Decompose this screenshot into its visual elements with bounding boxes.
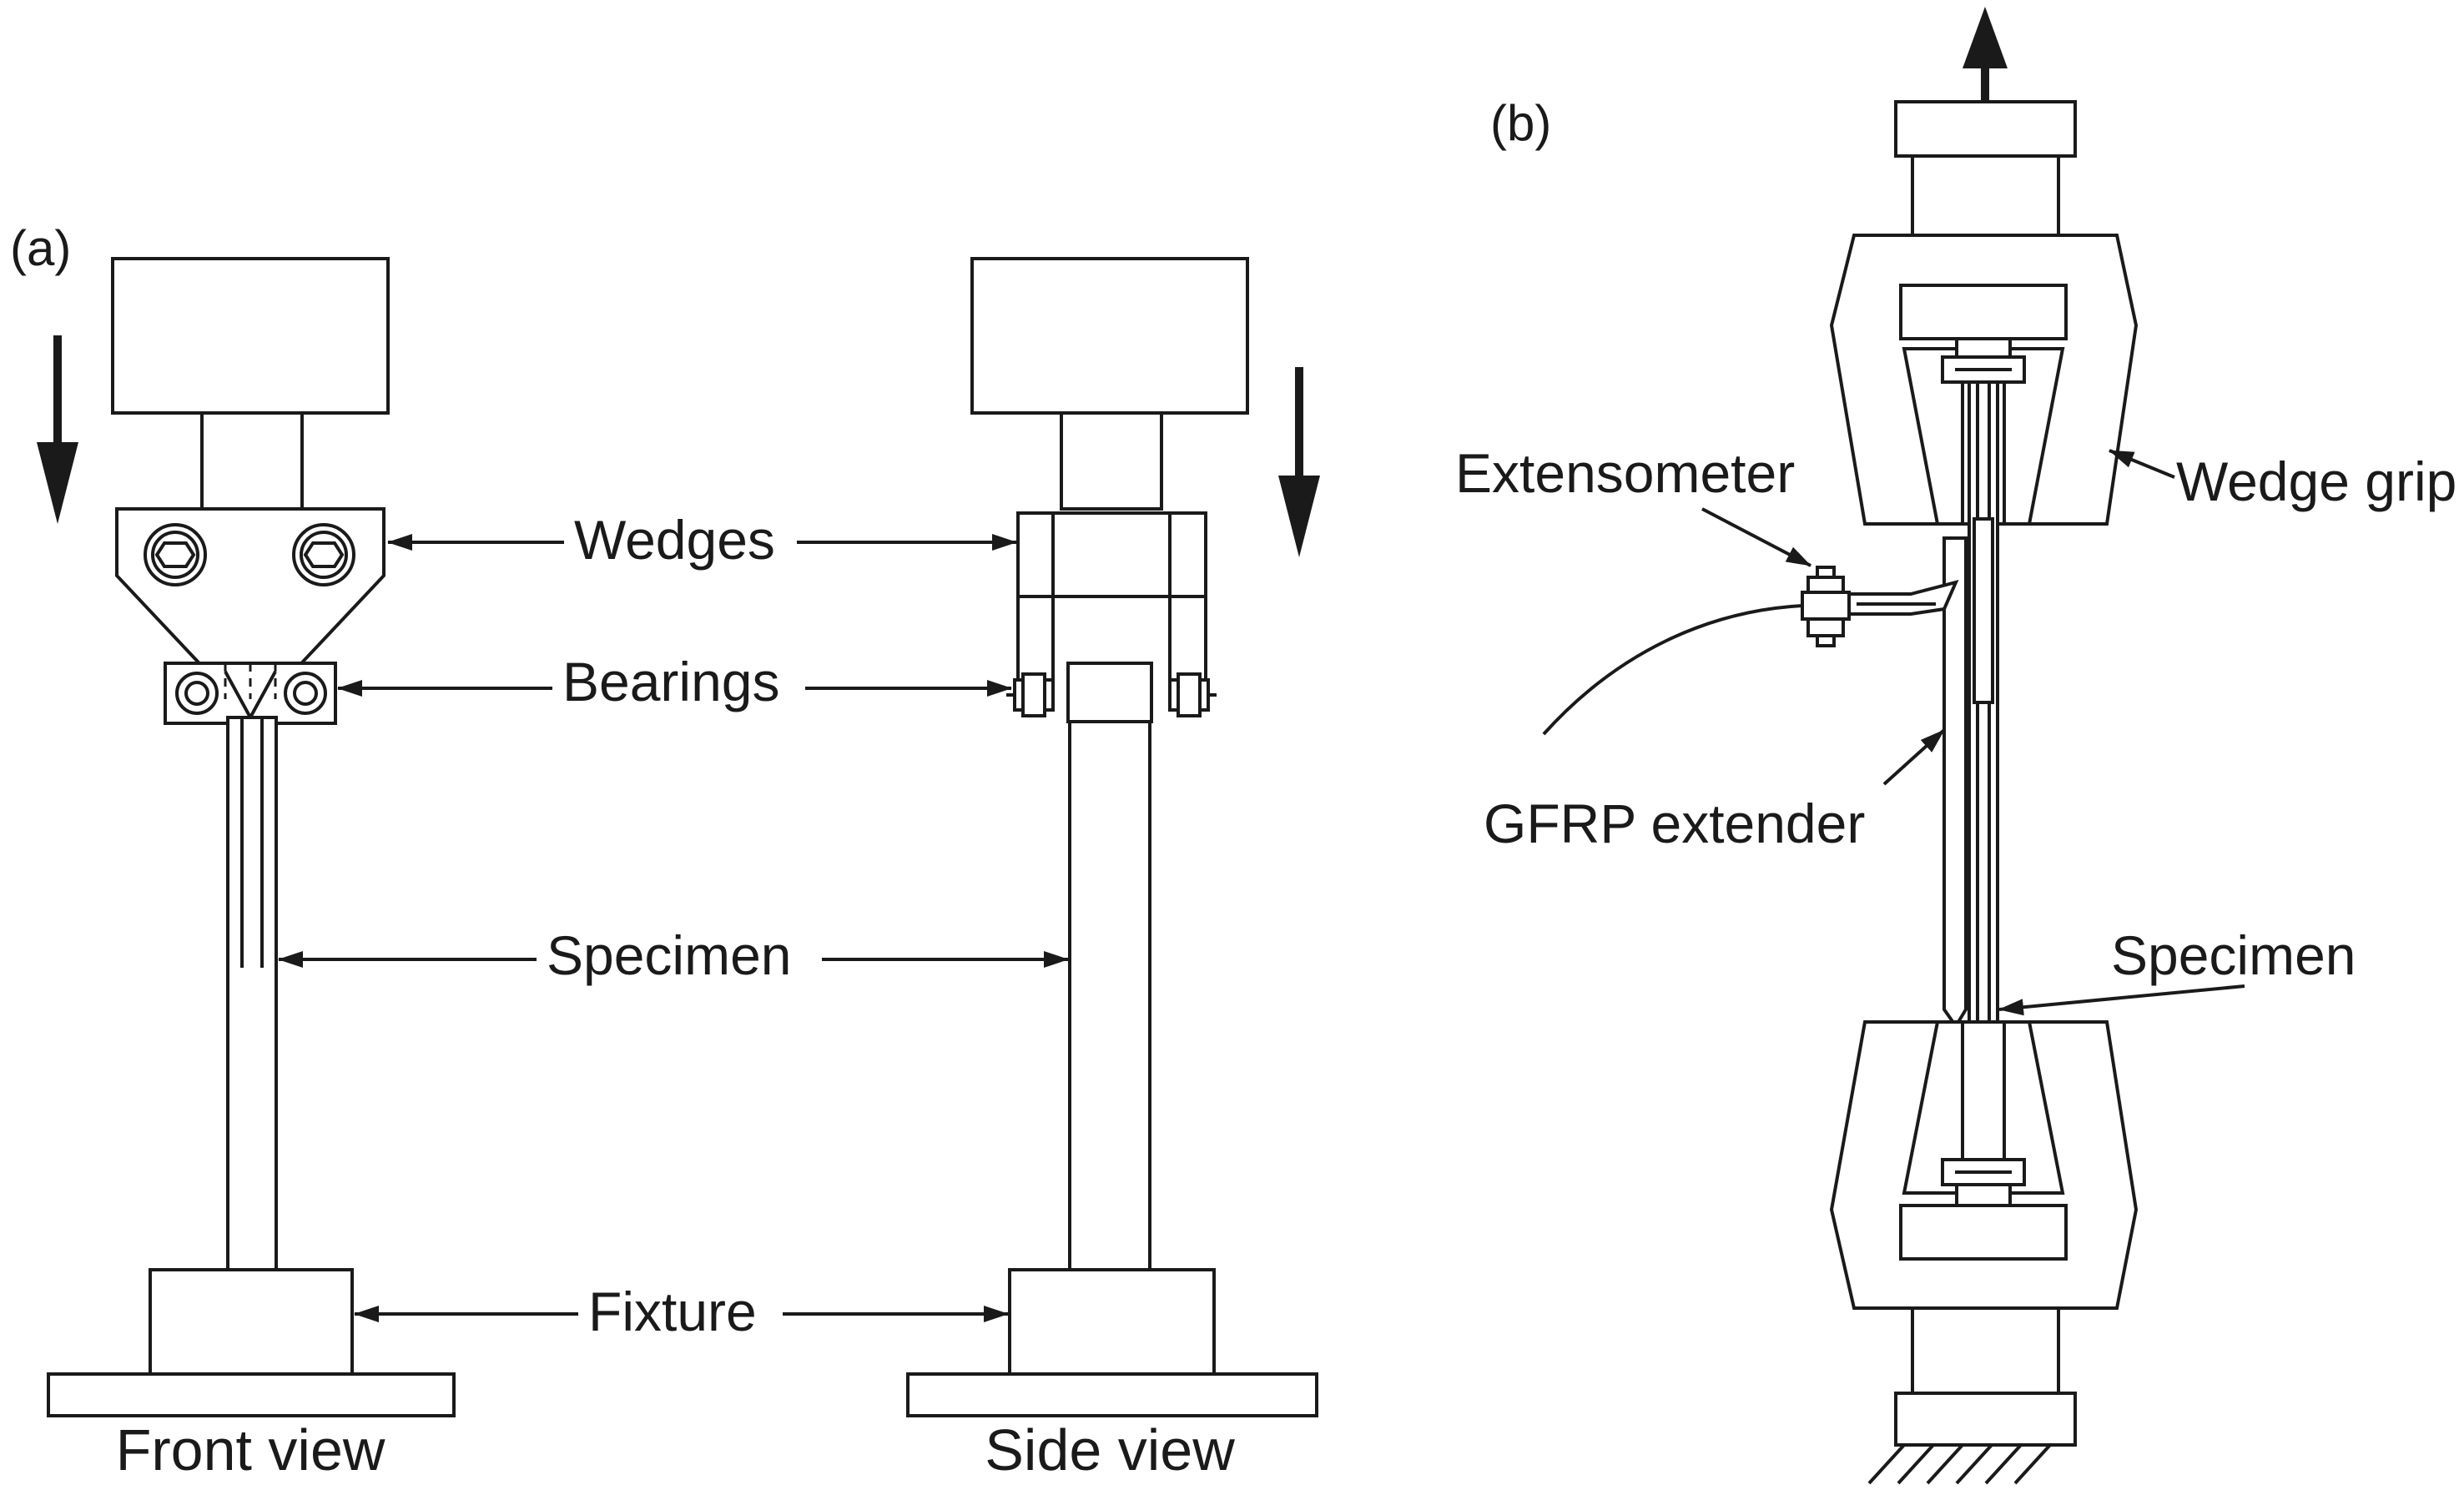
top-actuator-rod <box>1911 154 2060 237</box>
front-actuator-rod <box>200 411 304 511</box>
ground-hatch-icon <box>1867 1443 2075 1485</box>
load-arrow-up <box>1963 7 2008 107</box>
label-specimen-a: Specimen <box>547 924 792 986</box>
load-arrow-front <box>37 335 78 524</box>
extensometer-icon <box>1801 566 1959 647</box>
side-specimen <box>1068 720 1151 1271</box>
front-base-plate <box>47 1372 456 1417</box>
bottom-actuator-rod <box>1911 1306 2060 1395</box>
bearing-icon <box>1168 672 1217 717</box>
label-specimen-b: Specimen <box>2111 924 2356 986</box>
front-wedge-block <box>115 507 385 720</box>
panel-b-tag: (b) <box>1490 95 1551 151</box>
gfrp-extender <box>1942 536 1968 1029</box>
front-view-caption: Front view <box>116 1417 385 1482</box>
front-fixture <box>149 1268 354 1376</box>
label-bearings: Bearings <box>562 651 780 712</box>
tensile-frame-assembly <box>1542 100 2139 1485</box>
load-arrow-side <box>1278 367 1320 557</box>
side-view-assembly <box>906 257 1318 1417</box>
front-actuator-head <box>111 257 390 415</box>
label-gfrp-extender: GFRP extender <box>1484 793 1865 854</box>
side-actuator-rod <box>1060 411 1163 511</box>
panel-a-tag: (a) <box>10 220 71 276</box>
side-fixture <box>1008 1268 1216 1376</box>
label-extensometer: Extensometer <box>1455 442 1795 504</box>
bolt-icon <box>144 523 207 586</box>
side-base-plate <box>906 1372 1318 1417</box>
bearing-icon <box>175 672 219 715</box>
extensometer-cable <box>1542 604 1803 736</box>
side-bearing-pin <box>1066 662 1153 723</box>
top-actuator-plate <box>1894 100 2077 158</box>
side-view-caption: Side view <box>985 1417 1235 1482</box>
bearing-icon <box>1006 672 1055 717</box>
side-wedge-block <box>1016 511 1207 598</box>
bearing-icon <box>284 672 327 715</box>
front-view-assembly <box>47 257 456 1417</box>
bottom-base-plate <box>1894 1392 2077 1447</box>
label-wedge-grip: Wedge grip <box>2176 451 2456 512</box>
bolt-icon <box>292 523 355 586</box>
front-specimen <box>226 716 278 1271</box>
label-fixture: Fixture <box>588 1281 757 1342</box>
label-wedges: Wedges <box>574 509 775 571</box>
side-actuator-head <box>970 257 1249 415</box>
